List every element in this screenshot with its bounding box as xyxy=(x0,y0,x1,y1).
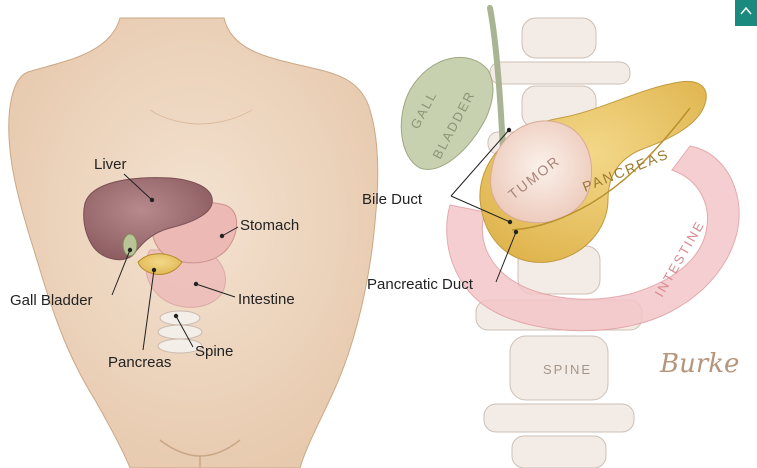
label-gall-bladder: Gall Bladder xyxy=(10,292,93,309)
corner-tab[interactable] xyxy=(735,0,757,26)
label-intestine: Intestine xyxy=(238,291,295,308)
organ-text-spine: SPINE xyxy=(543,362,592,377)
label-pancreatic-duct: Pancreatic Duct xyxy=(367,276,474,293)
artist-signature: Burke xyxy=(659,349,739,379)
gall-bladder-left xyxy=(123,234,137,256)
label-stomach: Stomach xyxy=(240,217,299,234)
label-spine: Spine xyxy=(195,343,233,360)
label-pancreas: Pancreas xyxy=(108,354,171,371)
label-liver: Liver xyxy=(94,156,127,173)
label-bile-duct: Bile Duct xyxy=(362,191,423,208)
